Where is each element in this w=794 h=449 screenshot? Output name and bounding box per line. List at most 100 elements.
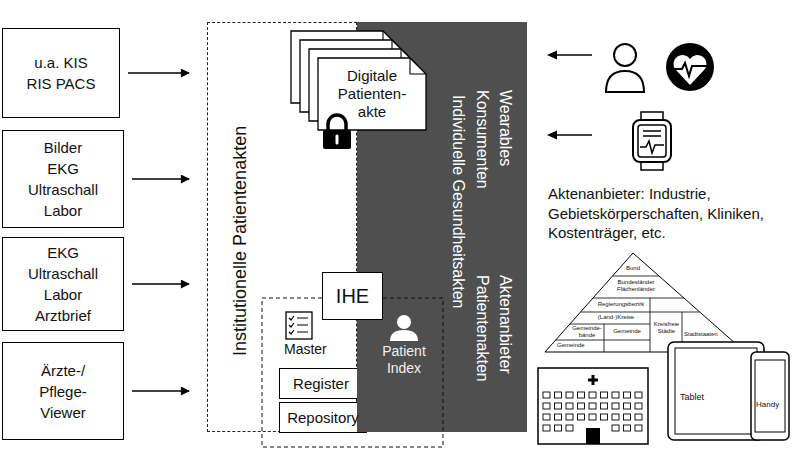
text-label: Patient Index [370,343,438,377]
hospital-window [635,392,642,398]
index-group-outline [262,298,443,447]
hospital-window [612,425,619,431]
hospital-window [624,392,631,398]
hospital-window [601,392,608,398]
lock-body [323,130,351,149]
pyramid-label: Gemeinde [605,328,649,335]
hospital-window [578,403,585,409]
node-text: Bilder EKG Ultraschall Labor [8,137,118,221]
flow-arrow [132,178,189,180]
person-icon [390,330,418,341]
hospital-window [589,403,596,409]
hospital-window [624,425,631,431]
smartwatch-icon [633,120,671,162]
hospital-window [543,392,550,398]
pyramid-label: (Land-)Kreise [586,314,646,321]
checklist-lines [289,316,308,334]
store-box: Repository [279,402,367,433]
text-label: Handy [756,401,786,410]
heart-icon [673,55,706,85]
hospital-window [635,414,642,420]
page-fold [410,58,426,74]
node-text: Institutionelle Patientenakten [229,86,253,356]
hospital-window [601,403,608,409]
hospital-window [566,403,573,409]
tablet-screen [675,348,757,434]
document-page [318,58,426,130]
hospital-window [624,403,631,409]
hospital-window [601,414,608,420]
hospital-windows [543,392,642,431]
flow-arrow [132,390,189,392]
hospital-window [624,414,631,420]
hospital-window [555,392,562,398]
pyramid-divider [556,276,700,352]
node-text: Register [293,373,349,394]
store-box: Register [279,368,363,399]
document-stack: Digitale Patienten- akte [318,58,426,130]
source-box: Ärzte-/ Pflege- Viewer [2,342,124,440]
hospital-window [543,414,550,420]
hospital-window [589,414,596,420]
node-text: Individuelle Gesundheitsakten [447,95,470,385]
pyramid-label: Regierungsbezirk [594,301,648,308]
hospital-icon [538,368,648,444]
hospital-cross [588,375,598,385]
hospital-window [578,414,585,420]
hospital-window [555,414,562,420]
source-box: EKG Ultraschall Labor Arztbrief [2,237,124,331]
node-text: EKG Ultraschall Labor Arztbrief [8,242,118,326]
text-label: Master [284,342,344,357]
hospital-window [566,425,573,431]
person-icon [614,44,636,66]
hospital-window [612,392,619,398]
input-arrow [556,134,592,136]
node-text: Wearables Konsumenten [471,90,517,290]
source-box: Bilder EKG Ultraschall Labor [2,130,124,228]
hospital-window [566,414,573,420]
lock-shackle [328,115,346,132]
input-arrow [556,54,592,56]
pulse-line [673,63,707,76]
arrow-head [547,51,557,60]
checklist-icon [286,312,312,339]
hospital-window [612,414,619,420]
admin-pyramid [545,253,745,352]
pyramid-label: Gemeinde [557,342,601,349]
phone-screen [755,360,785,432]
hospital-window [555,425,562,431]
person-icon [397,315,411,329]
phone-icon [751,352,789,440]
node-text: Aktenanbieter Patientenakten [471,275,517,435]
pyramid-label: Bund [618,265,648,272]
text-label: Aktenanbieter: Industrie, Gebietskörpers… [548,184,790,243]
node-text: Repository [287,407,359,428]
pulse-line [640,131,664,153]
flow-arrow [132,283,189,285]
hospital-door [586,428,600,444]
pyramid-label: Stadtstaaten [684,331,724,338]
standard-box: IHE [322,272,383,320]
lock-icon [323,115,351,149]
hospital-window [589,392,596,398]
hospital-window [566,392,573,398]
watch-screen [638,125,666,157]
hospital-window [543,403,550,409]
hospital-window [555,403,562,409]
text-label: Tablet [680,393,720,403]
hospital-window [543,425,550,431]
pyramid-label: Bundesländer Flächenländer [614,279,658,292]
pyramid-label: Gemeinde- bände [571,325,603,338]
node-text: u.a. KIS RIS PACS [26,52,96,94]
node-text: Ärzte-/ Pflege- Viewer [8,360,118,423]
source-box: u.a. KIS RIS PACS [2,28,120,118]
flow-arrow [128,72,189,74]
page-outline [318,58,426,130]
node-text: IHE [336,282,369,310]
heart-icon [666,43,714,91]
pyramid-label: Kreisfreie Städte [651,321,682,334]
node-text: Digitale Patienten- akte [324,67,420,121]
person-icon [606,71,644,92]
